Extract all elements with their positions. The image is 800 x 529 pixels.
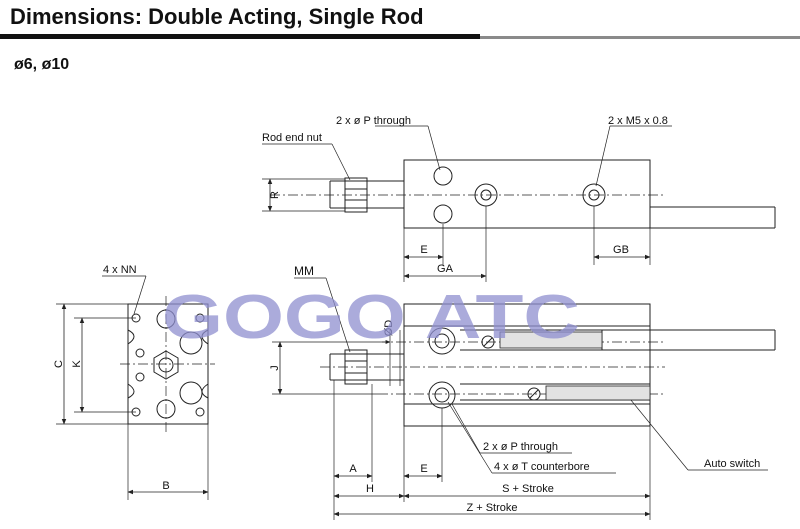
top-p-through-label: 2 x ø P through (336, 115, 411, 127)
side-view-screw-lower (527, 387, 541, 401)
end-view (56, 275, 215, 500)
auto-switch-label: Auto switch (704, 458, 760, 470)
rod-end-nut-label: Rod end nut (262, 132, 322, 144)
auto-switch-lower (545, 385, 651, 401)
side-view-body (403, 303, 651, 427)
top-view-rod-nut (344, 177, 368, 213)
dim-gb-label: GB (613, 244, 629, 256)
mm-label: MM (294, 264, 314, 278)
top-view-body (403, 159, 651, 229)
dim-z-stroke-label: Z + Stroke (466, 502, 517, 514)
dim-b-label: B (162, 480, 169, 492)
top-view (262, 125, 776, 282)
bore-size-subtitle: ø6, ø10 (14, 56, 70, 73)
end-view-bore-right-upper (179, 331, 203, 355)
side-dim-e-label: E (420, 463, 427, 475)
dim-c-label: C (53, 360, 65, 368)
side-p-through-label: 2 x ø P through (483, 441, 558, 453)
nn-label: 4 x NN (103, 264, 137, 276)
watermark-text: GOGO ATC (162, 283, 580, 352)
end-view-bore-bottom (156, 399, 176, 419)
dim-j-label: J (269, 365, 281, 371)
top-view-hole-lower (433, 204, 453, 224)
title-underline (0, 34, 480, 39)
top-dim-e-label: E (420, 244, 427, 256)
side-view-rod-nut (344, 349, 368, 385)
dim-h-label: H (366, 483, 374, 495)
side-view-hole-upper (428, 327, 456, 355)
end-view-bore-top (156, 309, 176, 329)
title-bar: Dimensions: Double Acting, Single Rod (0, 0, 800, 40)
top-m5-label: 2 x M5 x 0.8 (608, 115, 668, 127)
top-view-hole-upper (433, 166, 453, 186)
side-view-screw-upper (481, 335, 495, 349)
dim-a-label: A (349, 463, 357, 475)
dim-r-label: R (269, 191, 281, 199)
dim-d-label: ØD (383, 320, 395, 337)
t-counterbore-label: 4 x ø T counterbore (494, 461, 590, 473)
page-title: Dimensions: Double Acting, Single Rod (10, 4, 424, 29)
end-view-hex-nut (153, 350, 179, 380)
title-underline-gray (480, 36, 800, 39)
end-view-bore-right-lower (179, 381, 203, 405)
auto-switch-upper (499, 331, 603, 349)
dim-ga-label: GA (437, 263, 454, 275)
dim-s-stroke-label: S + Stroke (502, 483, 554, 495)
dim-k-label: K (71, 360, 83, 368)
